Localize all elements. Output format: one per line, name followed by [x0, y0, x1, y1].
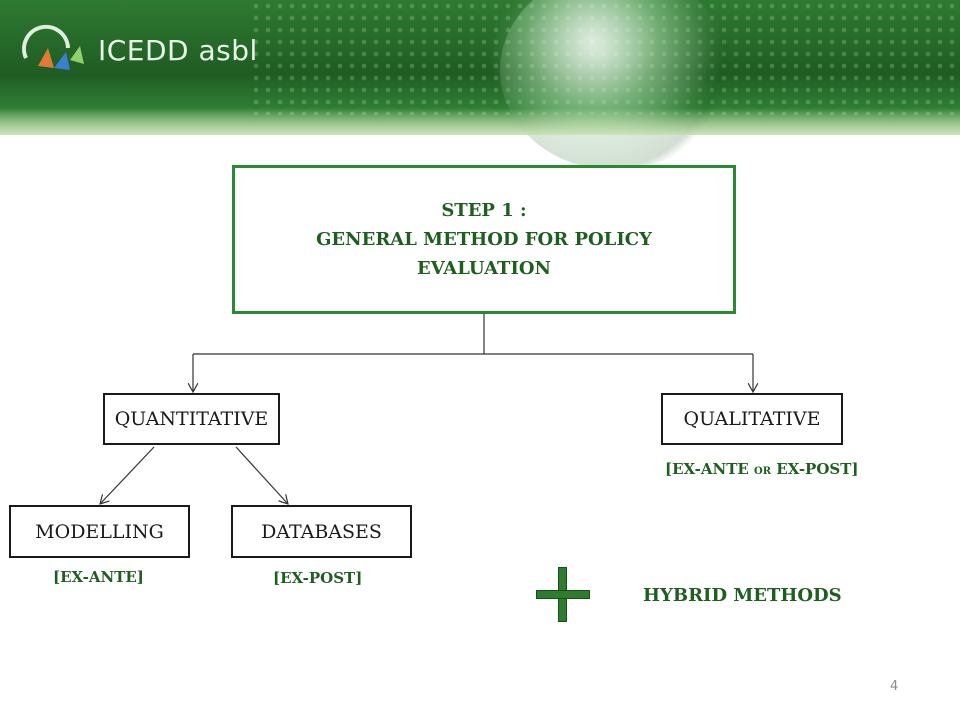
qualitative-note-or: OR: [754, 466, 772, 477]
step1-subtitle-line1: GENERAL METHOD FOR POLICY: [316, 229, 652, 250]
quantitative-label: QUANTITATIVE: [114, 408, 269, 430]
databases-box: DATABASES: [231, 505, 412, 558]
modelling-label: MODELLING: [35, 520, 164, 543]
quantitative-box: QUANTITATIVE: [103, 393, 280, 445]
banner-glass-sphere: [500, 0, 730, 170]
modelling-box: MODELLING: [9, 505, 190, 558]
plus-icon: [536, 590, 590, 599]
logo-text: ICEDD asbl: [98, 34, 258, 67]
qualitative-label: QUALITATIVE: [683, 408, 821, 430]
qualitative-box: QUALITATIVE: [661, 393, 843, 445]
icedd-logo-icon: [22, 24, 84, 70]
banner-shine: [0, 108, 960, 135]
page-number: 4: [890, 679, 899, 694]
step1-subtitle-line2: EVALUATION: [417, 258, 551, 279]
step1-box: STEP 1 : GENERAL METHOD FOR POLICY EVALU…: [232, 165, 736, 314]
qualitative-note-part1: [EX-ANTE: [665, 460, 755, 478]
databases-label: DATABASES: [261, 520, 382, 543]
qualitative-note-part2: EX-POST]: [771, 460, 859, 478]
qualitative-timing-note: [EX-ANTE OR EX-POST]: [665, 460, 858, 478]
arrow-to-modelling: [100, 446, 155, 504]
databases-timing-note: [EX-POST]: [273, 569, 363, 587]
step1-title: STEP 1 :: [441, 200, 527, 221]
arrow-to-databases: [235, 446, 288, 504]
hybrid-methods-label: HYBRID METHODS: [643, 585, 842, 606]
modelling-timing-note: [EX-ANTE]: [53, 568, 144, 586]
header-banner: ICEDD asbl: [0, 0, 960, 170]
